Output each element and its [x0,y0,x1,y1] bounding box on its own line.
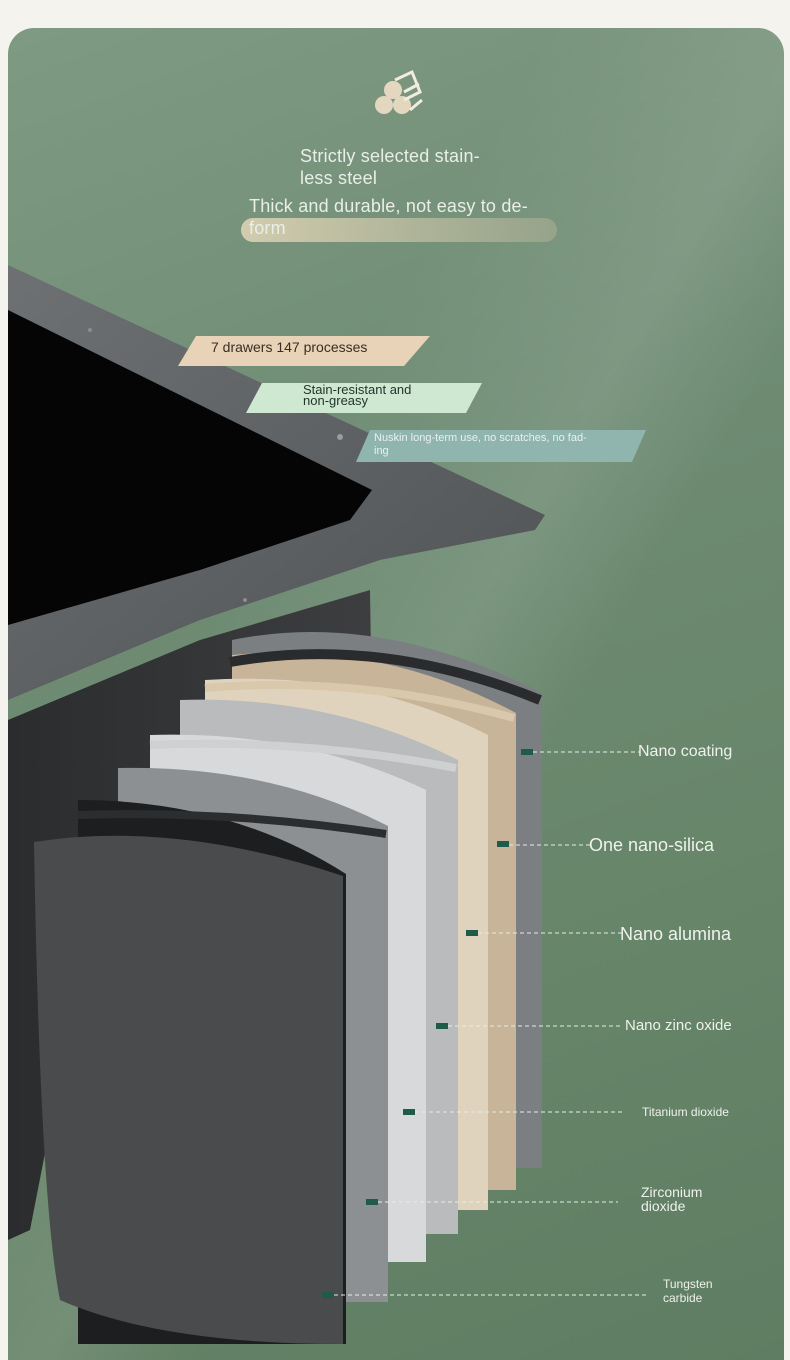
label-zirconium-line-1: Zirconium [641,1184,703,1200]
ribbon-nuskin-line-1: Nuskin long-term use, no scratches, no f… [374,432,587,444]
marker-6 [366,1199,378,1205]
label-zirconium-dioxide: Zirconium dioxide [641,1185,702,1213]
title-line-2b: form [249,218,286,238]
ribbon-nuskin-line-2: ing [374,445,389,457]
title-highlight-bar [241,218,557,242]
ribbon-stain-resistant: Stain-resistant and non-greasy [303,382,412,408]
layer-stack [34,632,542,1344]
ribbon-nuskin: Nuskin long-term use, no scratches, no f… [374,432,587,458]
label-tungsten-carbide: Tungsten carbide [663,1277,713,1305]
label-nano-zinc-oxide: Nano zinc oxide [625,1017,732,1034]
title-line-2a: Thick and durable, not easy to de- [249,196,528,216]
marker-4 [436,1023,448,1029]
label-tungsten-line-2: carbide [663,1291,703,1305]
label-nano-silica: One nano-silica [589,835,715,855]
label-nano-coating: Nano coating [638,743,733,760]
title-line-1b: less steel [300,168,378,188]
stacked-pipes-icon [375,69,423,114]
marker-5 [403,1109,415,1115]
ribbon-stain-line-1: Stain-resistant and [303,382,412,397]
label-titanium-dioxide: Titanium dioxide [642,1105,729,1119]
marker-3 [466,930,478,936]
sink-illustration [8,69,648,1344]
ribbon-shapes [178,336,646,462]
ribbon-processes: 7 drawers 147 processes [211,339,368,355]
marker-7 [322,1292,334,1298]
marker-2 [497,841,509,847]
title-line-1a: Strictly selected stain- [300,146,480,166]
leader-lines [322,749,648,1298]
label-tungsten-line-1: Tungsten [663,1277,713,1291]
marker-1 [521,749,533,755]
product-panel: Strictly selected stain- less steel Thic… [8,28,784,1360]
label-nano-alumina: Nano alumina [620,924,732,944]
label-zirconium-line-2: dioxide [641,1198,686,1214]
ribbon-stain-line-2: non-greasy [303,393,369,408]
